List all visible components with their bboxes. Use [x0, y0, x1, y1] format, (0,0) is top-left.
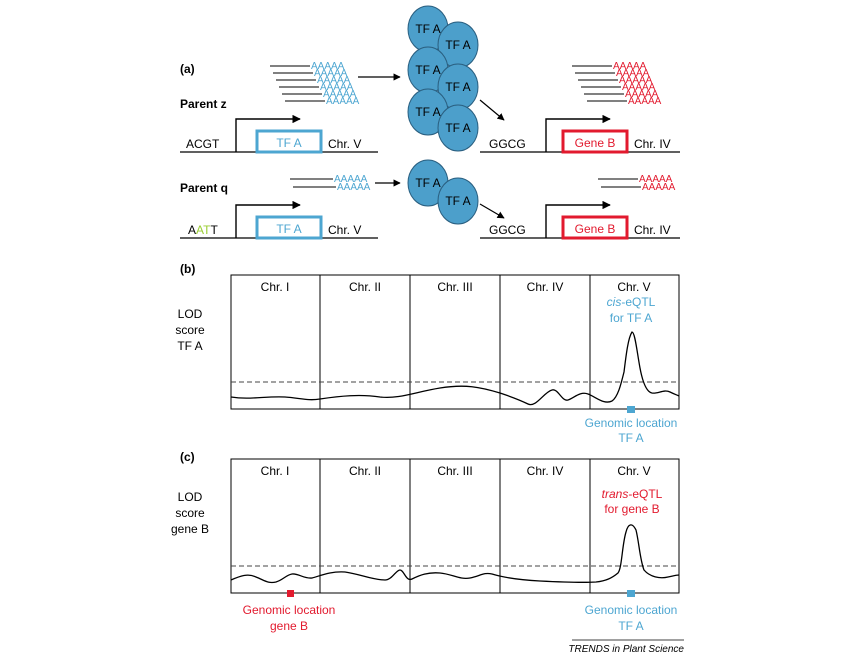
chr-v-label-q: Chr. V	[328, 223, 361, 237]
trans-eqtl-label: trans-eQTL	[602, 487, 663, 501]
promoter-seq-ggcg-z: GGCG	[489, 137, 526, 151]
cis-eqtl-label-line2: for TF A	[610, 311, 652, 325]
ylabel-c-line1: LOD	[178, 490, 203, 504]
promoter-seq-ggcg-q: GGCG	[489, 223, 526, 237]
panel-a-label: (a)	[180, 62, 195, 76]
promoter-arrow-z	[235, 114, 301, 152]
tf-protein-label: TF A	[445, 121, 470, 135]
chr-label-c: Chr. IV	[527, 464, 564, 478]
promoter-seq-acgt: ACGT	[186, 137, 220, 151]
tf-protein-cluster-z: TF A TF A TF A TF A TF A TF A	[407, 5, 479, 152]
chr-v-label-z: Chr. V	[328, 137, 361, 151]
panel-c-label: (c)	[180, 450, 195, 464]
chr-label-c: Chr. II	[349, 464, 381, 478]
polya-tail: AAAAA	[311, 61, 345, 72]
genomic-location-geneb-line1: Genomic location	[243, 603, 336, 617]
arrow-binding-z	[479, 99, 505, 121]
parent-q-label: Parent q	[180, 181, 228, 195]
gene-label-tfa-q: TF A	[276, 222, 301, 236]
polya-tail: AAAAA	[625, 89, 659, 100]
genomic-location-tfa-c-line2: TF A	[618, 619, 643, 633]
lod-curve-geneb	[230, 524, 680, 584]
polya-tail: AAAAA	[334, 174, 368, 185]
promoter-seq-aatt: AATT	[188, 223, 218, 237]
tf-protein-label: TF A	[415, 63, 440, 77]
polya-tail: AAAAA	[616, 68, 650, 79]
gene-box-geneb-z	[561, 129, 629, 154]
ylabel-c-line3: gene B	[171, 522, 209, 536]
marker-location-tfa-c	[627, 590, 635, 597]
chr-label-b: Chr. IV	[527, 280, 564, 294]
tf-protein-label: TF A	[415, 176, 440, 190]
polya-tail: AAAAA	[320, 82, 354, 93]
polya-tail: AAAAA	[317, 75, 351, 86]
gene-label-geneb-q: Gene B	[575, 222, 616, 236]
polya-tail: AAAAA	[619, 75, 653, 86]
gene-box-tfa-z	[255, 129, 323, 154]
arrow-binding-q	[479, 203, 505, 219]
polya-tail: AAAAA	[337, 182, 371, 193]
chr-label-b: Chr. V	[617, 280, 650, 294]
genomic-location-tfa-b-line1: Genomic location	[585, 416, 678, 430]
lod-curve-tfa	[230, 331, 680, 406]
gene-label-tfa-z: TF A	[276, 136, 301, 150]
chr-label-c: Chr. III	[437, 464, 472, 478]
tf-protein-label: TF A	[415, 22, 440, 36]
polya-tail: AAAAA	[642, 182, 676, 193]
chr-label-c: Chr. V	[617, 464, 650, 478]
polya-tail: AAAAA	[639, 174, 673, 185]
chr-label-b: Chr. II	[349, 280, 381, 294]
polya-tail: AAAAA	[323, 89, 357, 100]
chr-label-b: Chr. I	[261, 280, 290, 294]
chr-label-b: Chr. III	[437, 280, 472, 294]
footer-credit: TRENDS in Plant Science	[568, 644, 684, 655]
tf-protein-label: TF A	[445, 194, 470, 208]
chr-iv-label-q: Chr. IV	[634, 223, 671, 237]
polya-tail: AAAAA	[628, 96, 662, 107]
genomic-location-geneb-line2: gene B	[270, 619, 308, 633]
gene-box-geneb-q	[561, 215, 629, 240]
chr-label-c: Chr. I	[261, 464, 290, 478]
tf-protein-label: TF A	[445, 38, 470, 52]
parent-z-label: Parent z	[180, 97, 227, 111]
lod-plot-frame-c	[230, 458, 680, 594]
promoter-arrow-geneb-q	[545, 200, 611, 238]
panel-b-label: (b)	[180, 262, 195, 276]
polya-tail: AAAAA	[314, 68, 348, 79]
genomic-location-tfa-c-line1: Genomic location	[585, 603, 678, 617]
cis-eqtl-label: cis-eQTL	[607, 295, 656, 309]
tf-protein-label: TF A	[445, 80, 470, 94]
polya-tail: AAAAA	[622, 82, 656, 93]
ylabel-c-line2: score	[175, 506, 205, 520]
ylabel-b-line1: LOD	[178, 307, 203, 321]
gene-box-tfa-q	[255, 215, 323, 240]
marker-location-tfa-b	[627, 406, 635, 413]
tf-protein	[437, 177, 479, 225]
tf-protein-label: TF A	[415, 105, 440, 119]
lod-plot-frame-b	[230, 274, 680, 410]
genomic-location-tfa-b-line2: TF A	[618, 431, 643, 445]
ylabel-b-line3: TF A	[177, 339, 202, 353]
promoter-arrow-geneb-z	[545, 114, 611, 152]
promoter-arrow-q	[235, 200, 301, 238]
gene-label-geneb-z: Gene B	[575, 136, 616, 150]
marker-location-geneb	[287, 590, 294, 597]
polya-tail: AAAAA	[326, 96, 360, 107]
polya-tail: AAAAA	[613, 61, 647, 72]
chr-iv-label-z: Chr. IV	[634, 137, 671, 151]
tf-protein-cluster-q: TF A TF A	[407, 159, 479, 225]
ylabel-b-line2: score	[175, 323, 205, 337]
tf-protein	[437, 104, 479, 152]
trans-eqtl-label-line2: for gene B	[604, 502, 659, 516]
